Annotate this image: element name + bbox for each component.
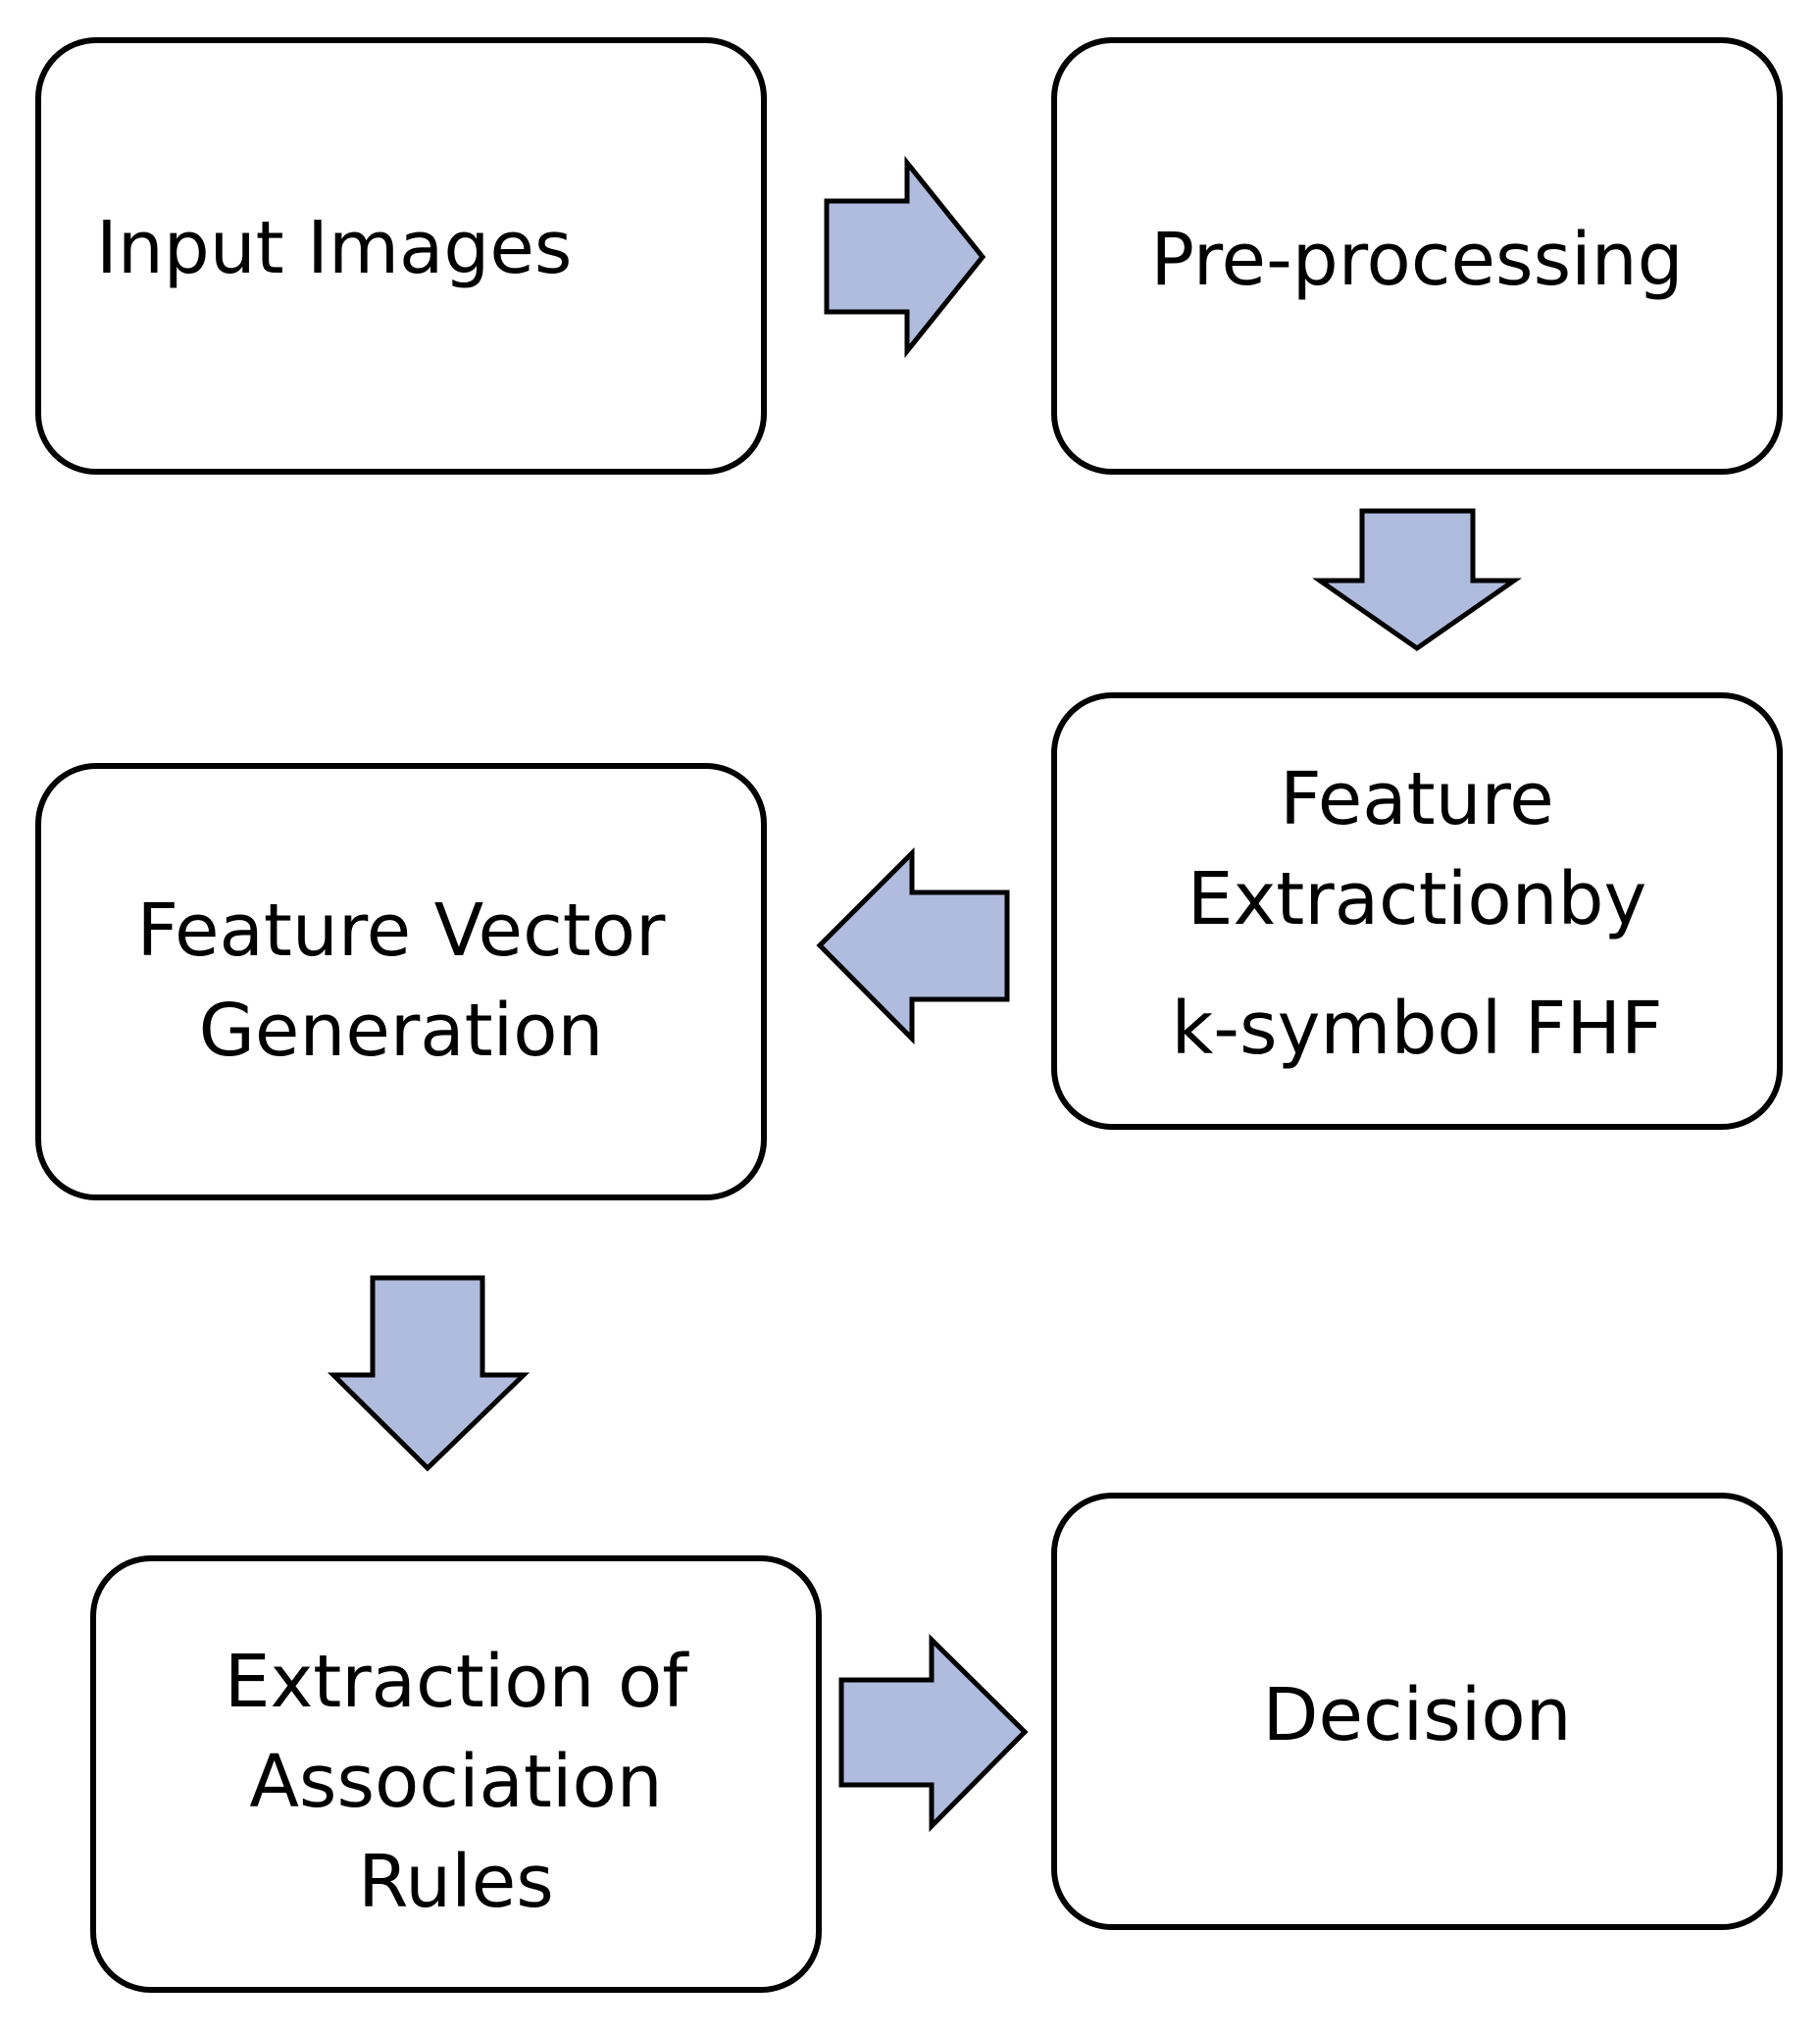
feature-extraction-box: Feature Extractionby k-symbol FHF [1051, 692, 1783, 1130]
association-rules-box: Extraction of Association Rules [90, 1555, 822, 1993]
association-rules-line-3: Rules [358, 1840, 554, 1924]
decision-box: Decision [1051, 1493, 1783, 1930]
input-images-label: Input Images [96, 206, 573, 290]
association-rules-text: Extraction of Association Rules [96, 1561, 816, 1987]
association-rules-line-2: Association [249, 1740, 663, 1824]
feature-vector-text: Feature Vector Generation [41, 769, 761, 1194]
feature-vector-box: Feature Vector Generation [35, 763, 767, 1200]
feature-vector-line-1: Feature Vector [136, 889, 666, 973]
preprocessing-box: Pre-processing [1051, 37, 1783, 475]
feature-extraction-line-1: Feature [1280, 757, 1554, 841]
preprocessing-label: Pre-processing [1150, 218, 1684, 302]
input-images-box: Input Images [35, 37, 767, 475]
feature-extraction-line-3: k-symbol FHF [1171, 987, 1663, 1071]
feature-vector-line-2: Generation [198, 989, 604, 1073]
feature-extraction-line-2: Extractionby [1187, 857, 1647, 941]
association-rules-line-1: Extraction of [224, 1640, 688, 1724]
decision-label: Decision [1262, 1673, 1572, 1757]
